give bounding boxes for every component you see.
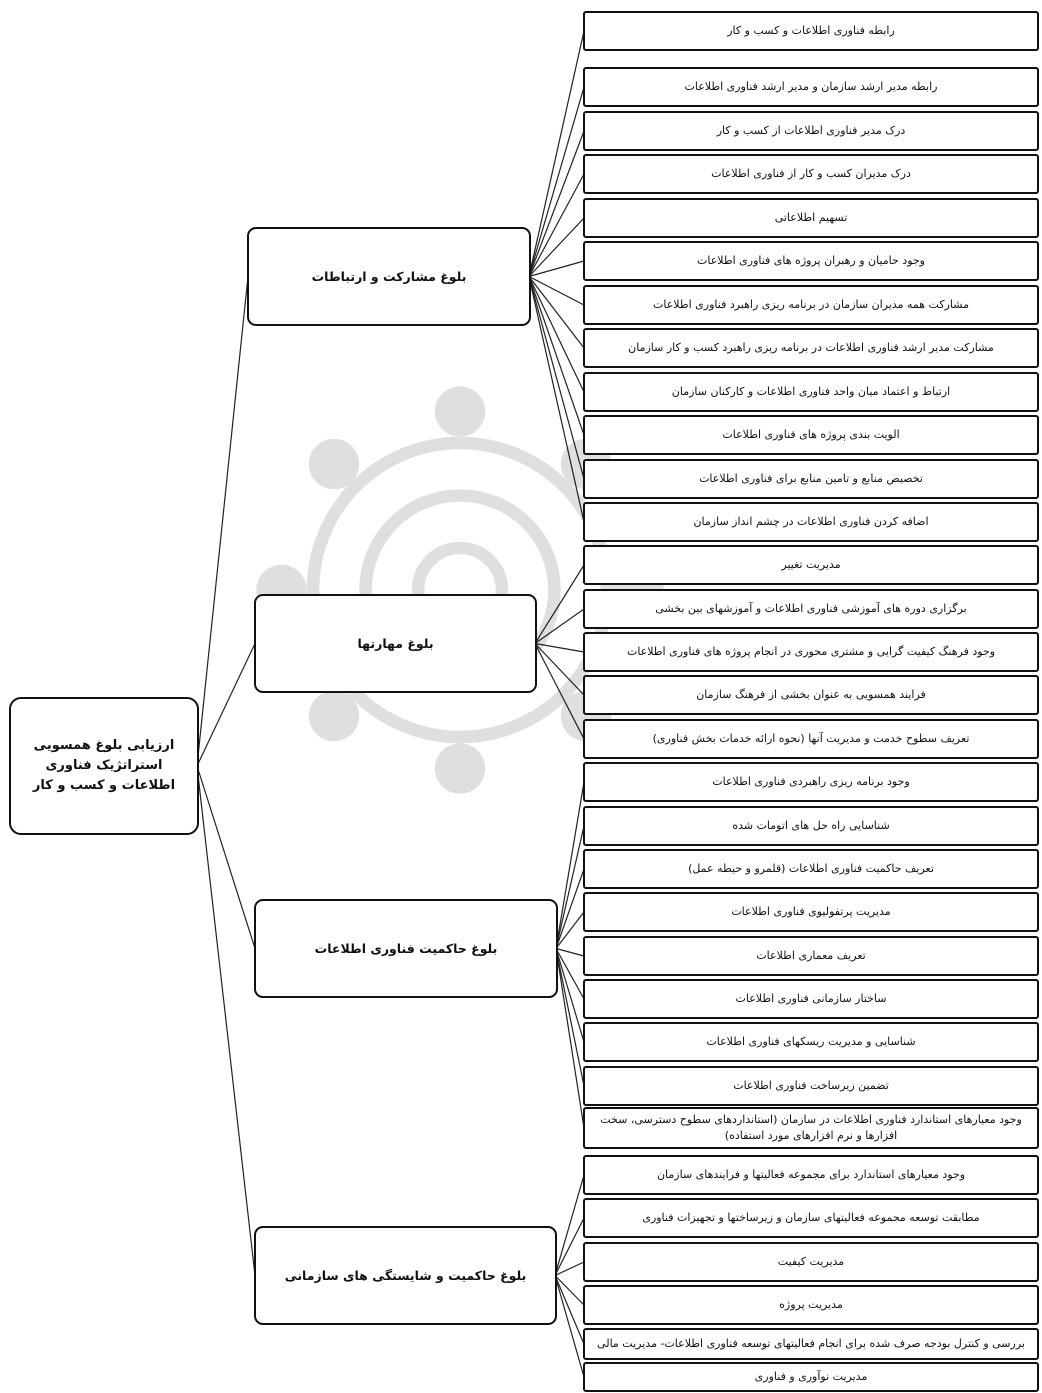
leaf-item: وجود معیارهای استاندارد فناوری اطلاعات د… — [583, 1107, 1039, 1149]
leaf-item: ارتباط و اعتماد میان واحد فناوری اطلاعات… — [583, 372, 1039, 412]
leaf-item: مدیریت تغییر — [583, 545, 1039, 585]
connector-line — [554, 1261, 585, 1277]
connector-line — [555, 948, 585, 1087]
leaf-item: رابطه مدیر ارشد سازمان و مدیر ارشد فناور… — [583, 67, 1039, 107]
root-label: ارزیابی بلوغ همسویی استراتژیک فناوری اطل… — [32, 737, 176, 794]
group-it-governance: بلوغ حاکمیت فناوری اطلاعات — [254, 899, 558, 998]
connector-line — [528, 217, 585, 277]
connector-line — [534, 643, 585, 696]
leaf-item: الویت بندی پروژه های فناوری اطلاعات — [583, 415, 1039, 455]
leaf-item: وجود برنامه ریزی راهبردی فناوری اطلاعات — [583, 762, 1039, 802]
leaf-item: مدیریت نوآوری و فناوری — [583, 1362, 1039, 1392]
connector-line — [555, 947, 585, 957]
leaf-item: درک مدیران کسب و کار از فناوری اطلاعات — [583, 154, 1039, 194]
connector-line — [555, 868, 585, 949]
leaf-item: وجود فرهنگ کیفیت گرایی و مشتری محوری در … — [583, 632, 1039, 672]
connector-line — [528, 86, 585, 277]
connector-line — [554, 1275, 585, 1306]
connector-line — [555, 911, 585, 949]
leaf-item: مدیریت کیفیت — [583, 1242, 1039, 1282]
connector-line — [555, 948, 585, 1129]
connector-line — [528, 275, 585, 306]
leaf-item: رابطه فناوری اطلاعات و کسب و کار — [583, 11, 1039, 51]
connector-line — [554, 1217, 585, 1276]
connector-line — [528, 276, 585, 393]
connector-line — [554, 1174, 585, 1276]
leaf-item: وجود معیارهای استاندارد برای مجموعه فعال… — [583, 1155, 1039, 1195]
leaf-item: مطابقت توسعه مجموعه فعالیتهای سازمان و ز… — [583, 1198, 1039, 1238]
leaf-item: اضافه کردن فناوری اطلاعات در چشم انداز س… — [583, 502, 1039, 542]
leaf-item: تضمین زیرساخت فناوری اطلاعات — [583, 1066, 1039, 1106]
leaf-item: شناسایی و مدیریت ریسکهای فناوری اطلاعات — [583, 1022, 1039, 1062]
connector-line — [555, 781, 585, 949]
connector-line — [196, 765, 256, 1276]
leaf-item: درک مدیر فناوری اطلاعات از کسب و کار — [583, 111, 1039, 151]
leaf-item: تسهیم اطلاعاتی — [583, 198, 1039, 238]
group-label: بلوغ مهارتها — [357, 636, 434, 651]
leaf-item: تعریف معماری اطلاعات — [583, 936, 1039, 976]
connector-line — [555, 948, 585, 1000]
connector-line — [555, 948, 585, 1043]
connector-line — [554, 1275, 585, 1378]
connector-line — [528, 276, 585, 480]
connector-line — [196, 643, 256, 767]
connector-line — [528, 130, 585, 277]
leaf-item: تعریف حاکمیت فناوری اطلاعات (قلمرو و حیط… — [583, 849, 1039, 889]
connector-line — [196, 765, 256, 949]
connector-line — [534, 642, 585, 653]
leaf-item: مدیریت پرتفولیوی فناوری اطلاعات — [583, 892, 1039, 932]
group-label: بلوغ حاکمیت فناوری اطلاعات — [314, 941, 498, 956]
connector-line — [534, 608, 585, 644]
connector-line — [528, 276, 585, 523]
leaf-item: ساختار سازمانی فناوری اطلاعات — [583, 979, 1039, 1019]
group-organizational-governance: بلوغ حاکمیت و شایستگی های سازمانی — [254, 1226, 557, 1325]
leaf-item: مدیریت پروژه — [583, 1285, 1039, 1325]
root-node: ارزیابی بلوغ همسویی استراتژیک فناوری اطل… — [9, 697, 199, 835]
connector-line — [534, 564, 585, 644]
connector-line — [196, 276, 249, 767]
leaf-item: شناسایی راه حل های اتومات شده — [583, 806, 1039, 846]
group-skills: بلوغ مهارتها — [254, 594, 537, 693]
connector-line — [528, 276, 585, 436]
group-label: بلوغ حاکمیت و شایستگی های سازمانی — [284, 1268, 527, 1283]
leaf-item: بررسی و کنترل بودجه صرف شده برای انجام ف… — [583, 1328, 1039, 1360]
leaf-item: فرایند همسویی به عنوان بخشی از فرهنگ ساز… — [583, 675, 1039, 715]
connector-line — [528, 260, 585, 278]
group-participation-communication: بلوغ مشارکت و ارتباطات — [247, 227, 531, 326]
leaf-item: تعریف سطوح خدمت و مدیریت آنها (نحوه ارائ… — [583, 719, 1039, 759]
leaf-item: مشارکت همه مدیران سازمان در برنامه ریزی … — [583, 285, 1039, 325]
connector-line — [534, 643, 585, 740]
connector-line — [528, 173, 585, 277]
leaf-item: وجود حامیان و رهبران پروژه های فناوری اط… — [583, 241, 1039, 281]
group-label: بلوغ مشارکت و ارتباطات — [311, 269, 467, 284]
connector-line — [528, 276, 585, 349]
leaf-item: مشارکت مدیر ارشد فناوری اطلاعات در برنام… — [583, 328, 1039, 368]
leaf-item: تخصیص منابع و تامین منابع برای فناوری اط… — [583, 459, 1039, 499]
connector-line — [554, 1275, 585, 1345]
leaf-item: برگزاری دوره های آموزشی فناوری اطلاعات و… — [583, 589, 1039, 629]
connector-line — [555, 825, 585, 949]
connector-line — [528, 30, 585, 277]
